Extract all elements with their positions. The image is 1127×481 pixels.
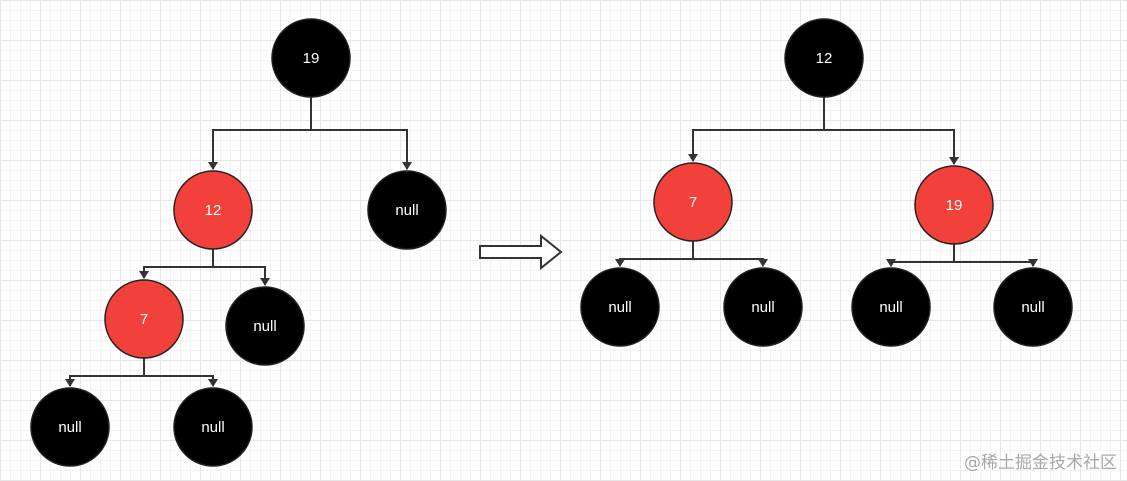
tree-node-bnull2: null <box>225 286 305 366</box>
right-arrow-icon <box>479 233 563 271</box>
node-label-bnull2: null <box>253 318 276 335</box>
tree-node-a7: 7 <box>653 162 733 242</box>
tree-node-b7: 7 <box>104 279 184 359</box>
edge-b19-to-bnull1 <box>311 129 412 170</box>
edges-layer <box>65 97 1038 387</box>
tree-node-bnull4: null <box>173 387 253 467</box>
edge-b12-to-b7 <box>139 266 213 279</box>
node-circle-a19 <box>914 165 994 245</box>
node-label-bnull4: null <box>201 419 224 436</box>
node-circle-b12 <box>173 170 253 250</box>
edge-a19-to-anull4 <box>954 259 1038 267</box>
node-circle-anull1 <box>580 267 660 347</box>
node-label-anull2: null <box>751 299 774 316</box>
node-label-anull4: null <box>1021 299 1044 316</box>
node-circle-anull4 <box>993 267 1073 347</box>
edge-a7-to-anull1 <box>615 258 693 267</box>
tree-node-anull3: null <box>851 267 931 347</box>
edge-a12-to-a19 <box>824 129 959 165</box>
node-label-anull3: null <box>879 299 902 316</box>
tree-node-anull4: null <box>993 267 1073 347</box>
tree-node-a19: 19 <box>914 165 994 245</box>
nodes-layer: 19 12 null 7 null null null 12 7 19 null null null nu… <box>30 18 1073 467</box>
node-label-a19: 19 <box>946 197 963 214</box>
edge-b19-to-b12 <box>208 129 311 170</box>
node-circle-b19 <box>271 18 351 98</box>
node-label-anull1: null <box>608 299 631 316</box>
edge-a19-to-anull3 <box>886 259 954 267</box>
node-circle-a7 <box>653 162 733 242</box>
node-circle-bnull2 <box>225 286 305 366</box>
node-label-b19: 19 <box>303 50 320 67</box>
edge-b12-to-bnull2 <box>213 266 270 286</box>
node-circle-anull2 <box>723 267 803 347</box>
watermark-text: @稀土掘金技术社区 <box>964 453 1117 473</box>
edge-b7-to-bnull3 <box>65 375 144 387</box>
node-circle-a12 <box>784 18 864 98</box>
node-circle-bnull1 <box>367 170 447 250</box>
edge-b7-to-bnull4 <box>144 375 218 387</box>
tree-node-bnull3: null <box>30 387 110 467</box>
node-label-a7: 7 <box>689 194 697 211</box>
edge-a12-to-a7 <box>688 129 824 162</box>
node-label-bnull1: null <box>395 202 418 219</box>
node-label-b12: 12 <box>205 202 222 219</box>
tree-node-b19: 19 <box>271 18 351 98</box>
node-circle-b7 <box>104 279 184 359</box>
node-circle-anull3 <box>851 267 931 347</box>
tree-node-b12: 12 <box>173 170 253 250</box>
tree-node-a12: 12 <box>784 18 864 98</box>
tree-node-bnull1: null <box>367 170 447 250</box>
tree-node-anull2: null <box>723 267 803 347</box>
edge-a7-to-anull2 <box>693 258 768 267</box>
node-label-bnull3: null <box>58 419 81 436</box>
node-circle-bnull4 <box>173 387 253 467</box>
tree-node-anull1: null <box>580 267 660 347</box>
node-label-a12: 12 <box>816 50 833 67</box>
node-circle-bnull3 <box>30 387 110 467</box>
node-label-b7: 7 <box>140 311 148 328</box>
